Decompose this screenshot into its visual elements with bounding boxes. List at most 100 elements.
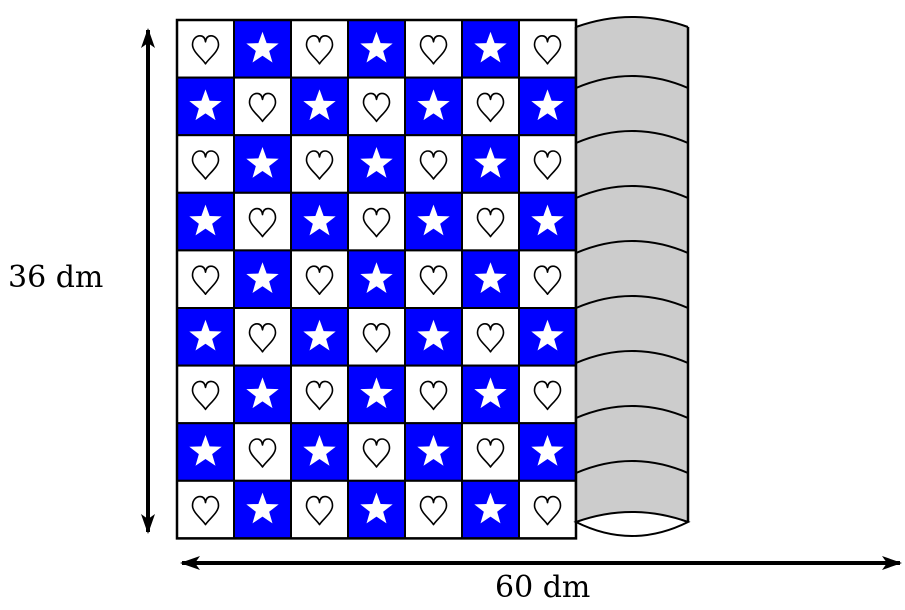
roll-segment-arc <box>575 240 689 254</box>
star-icon <box>189 319 222 351</box>
heart-icon <box>191 35 220 65</box>
heart-tile <box>518 364 577 425</box>
heart-tile <box>461 191 520 252</box>
heart-icon <box>533 495 562 526</box>
heart-tile <box>290 134 349 194</box>
star-tile <box>290 307 349 367</box>
heart-icon <box>533 265 562 295</box>
roll-segment-arc <box>575 460 689 474</box>
star-icon <box>246 262 279 293</box>
star-tile <box>404 307 463 367</box>
star-icon <box>417 204 450 236</box>
heart-tile <box>518 479 577 540</box>
heart-tile <box>404 364 463 425</box>
heart-tile <box>176 364 235 425</box>
star-tile <box>233 249 292 309</box>
heart-tile <box>233 191 292 252</box>
heart-icon <box>191 265 220 295</box>
roll-segment-arc <box>575 75 689 89</box>
heart-tile <box>290 19 349 79</box>
star-icon <box>189 204 222 236</box>
star-icon <box>246 147 279 178</box>
star-icon <box>531 204 564 236</box>
fabric-roll <box>573 16 691 537</box>
star-icon <box>474 492 507 524</box>
star-tile <box>404 422 463 482</box>
heart-tile <box>461 422 520 482</box>
heart-icon <box>191 495 220 526</box>
star-tile <box>347 479 406 540</box>
star-tile <box>461 364 520 425</box>
heart-tile <box>518 249 577 309</box>
heart-tile <box>404 134 463 194</box>
heart-tile <box>233 422 292 482</box>
star-tile <box>461 479 520 540</box>
heart-icon <box>248 207 277 238</box>
heart-icon <box>476 438 505 468</box>
star-icon <box>474 147 507 178</box>
heart-icon <box>419 495 448 526</box>
heart-icon <box>362 438 391 468</box>
roll-top-arc <box>575 16 689 28</box>
star-tile <box>233 19 292 79</box>
star-tile <box>233 479 292 540</box>
heart-tile <box>176 249 235 309</box>
heart-icon <box>248 92 277 123</box>
heart-icon <box>362 323 391 353</box>
heart-tile <box>233 76 292 137</box>
heart-icon <box>305 380 334 411</box>
star-tile <box>404 191 463 252</box>
star-icon <box>531 319 564 351</box>
star-tile <box>461 249 520 309</box>
heart-icon <box>305 265 334 295</box>
height-dimension-label: 36 dm <box>8 260 104 295</box>
width-dimension-label: 60 dm <box>495 570 591 605</box>
heart-tile <box>518 19 577 79</box>
star-tile <box>176 307 235 367</box>
star-tile <box>290 191 349 252</box>
star-icon <box>189 435 222 466</box>
heart-icon <box>419 380 448 411</box>
star-tile <box>290 422 349 482</box>
star-tile <box>347 134 406 194</box>
star-icon <box>303 89 336 121</box>
heart-tile <box>290 249 349 309</box>
star-tile <box>518 307 577 367</box>
heart-icon <box>248 323 277 353</box>
heart-icon <box>191 150 220 180</box>
star-tile <box>347 249 406 309</box>
star-tile <box>404 76 463 137</box>
roll-segment-arc <box>575 405 689 419</box>
star-icon <box>246 31 279 63</box>
heart-tile <box>176 134 235 194</box>
roll-segment-arc <box>575 295 689 309</box>
roll-segment-arc <box>575 185 689 199</box>
star-tile <box>461 19 520 79</box>
star-icon <box>303 319 336 351</box>
star-icon <box>303 204 336 236</box>
heart-tile <box>347 76 406 137</box>
star-icon <box>531 89 564 121</box>
heart-icon <box>533 380 562 411</box>
heart-icon <box>419 150 448 180</box>
heart-icon <box>191 380 220 411</box>
heart-icon <box>476 323 505 353</box>
fabric-grid <box>175 18 578 540</box>
star-tile <box>518 191 577 252</box>
heart-tile <box>176 479 235 540</box>
heart-tile <box>347 307 406 367</box>
star-icon <box>474 377 507 409</box>
star-icon <box>360 492 393 524</box>
star-icon <box>246 377 279 409</box>
heart-icon <box>305 495 334 526</box>
heart-tile <box>518 134 577 194</box>
heart-tile <box>290 364 349 425</box>
heart-icon <box>419 265 448 295</box>
heart-tile <box>347 422 406 482</box>
star-icon <box>303 435 336 466</box>
star-tile <box>518 76 577 137</box>
star-icon <box>417 319 450 351</box>
star-icon <box>360 31 393 63</box>
heart-tile <box>461 76 520 137</box>
